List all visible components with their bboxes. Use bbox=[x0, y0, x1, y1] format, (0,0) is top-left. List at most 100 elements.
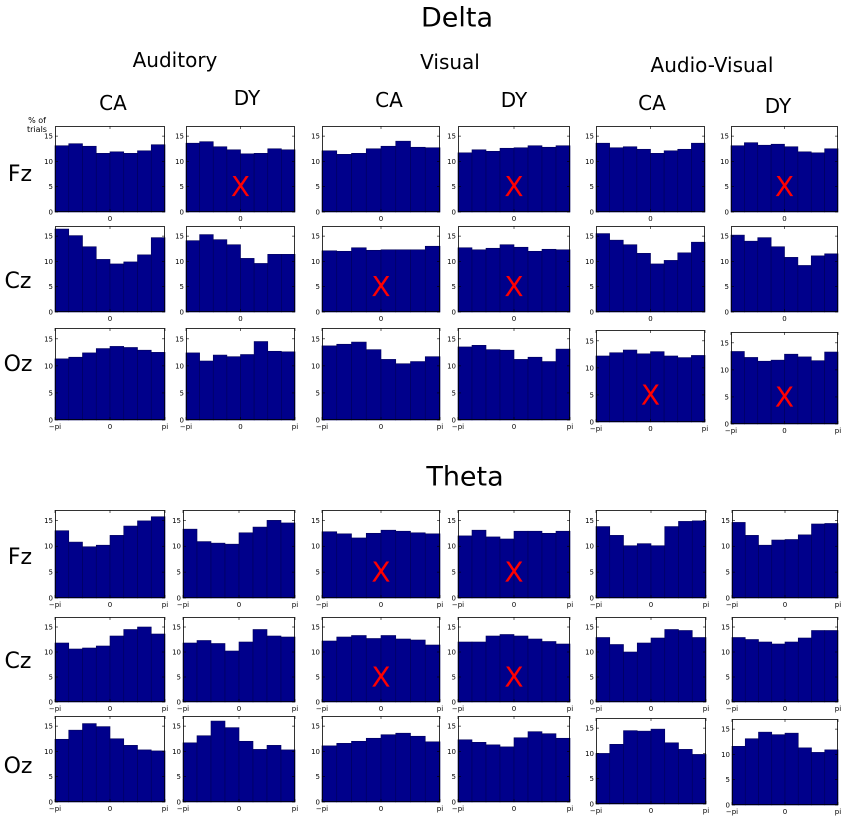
x-tick-label: 0 bbox=[108, 705, 112, 713]
histogram-bar bbox=[623, 730, 638, 805]
histogram-bar bbox=[811, 752, 826, 806]
histogram-bar bbox=[664, 629, 679, 703]
histogram-bar bbox=[109, 535, 125, 599]
histogram-bar bbox=[54, 530, 70, 599]
histogram-bar bbox=[424, 644, 441, 703]
histogram-bar bbox=[757, 237, 772, 313]
histogram-bar bbox=[68, 648, 83, 703]
histogram-bar bbox=[150, 633, 166, 703]
y-tick-label: 5 bbox=[726, 569, 730, 577]
histogram-bar bbox=[224, 727, 240, 803]
histogram-bar bbox=[68, 729, 83, 803]
histogram-bar bbox=[150, 144, 166, 213]
x-tick-label: −pi bbox=[316, 805, 328, 813]
x-tick-label: −pi bbox=[180, 423, 192, 431]
column-label-ca-visual: CA bbox=[375, 88, 403, 112]
histogram-bar bbox=[784, 641, 799, 703]
y-tick-label: 5 bbox=[725, 183, 729, 191]
x-tick-label: 0 bbox=[512, 705, 516, 713]
histogram-bar bbox=[150, 516, 166, 599]
histogram-bar bbox=[424, 533, 441, 599]
y-tick-label: 10 bbox=[175, 258, 184, 266]
histogram-bar bbox=[757, 360, 772, 425]
histogram-bar bbox=[137, 349, 152, 421]
x-tick-label: pi bbox=[702, 425, 708, 433]
histogram-bar bbox=[771, 734, 786, 806]
histogram-bar bbox=[196, 735, 212, 803]
y-tick-label: 15 bbox=[585, 725, 594, 733]
histogram-bar bbox=[555, 530, 571, 599]
histogram-bar bbox=[784, 732, 799, 806]
y-tick-label: 5 bbox=[177, 773, 181, 781]
y-tick-label: 10 bbox=[44, 258, 53, 266]
histogram-bar bbox=[410, 361, 426, 421]
y-tick-label: 5 bbox=[49, 569, 53, 577]
y-tick-label: 10 bbox=[44, 649, 53, 657]
histogram-bar bbox=[54, 145, 70, 213]
x-tick-label: −pi bbox=[49, 805, 61, 813]
x-tick-label: −pi bbox=[49, 601, 61, 609]
histogram-bar bbox=[457, 247, 473, 313]
x-tick-label: −pi bbox=[590, 705, 602, 713]
y-tick-label: 5 bbox=[177, 674, 181, 682]
row-label-delta-cz: Cz bbox=[4, 269, 32, 294]
y-tick-label: 0 bbox=[590, 595, 594, 603]
red-x-marker: X bbox=[371, 270, 390, 303]
section-title-theta: Theta bbox=[426, 461, 504, 493]
y-tick-label: 0 bbox=[177, 595, 181, 603]
y-tick-label: 5 bbox=[726, 776, 730, 784]
histogram-bar bbox=[824, 253, 839, 313]
histogram-bar bbox=[123, 153, 138, 213]
red-x-marker: X bbox=[775, 380, 794, 413]
histogram-bar bbox=[622, 349, 638, 423]
histogram-bar bbox=[609, 535, 624, 599]
y-tick-label: 5 bbox=[590, 391, 594, 399]
x-tick-label: 0 bbox=[512, 215, 516, 223]
histogram-bar bbox=[68, 356, 83, 421]
histogram-bar bbox=[457, 346, 473, 421]
histogram-bar bbox=[212, 354, 228, 421]
y-tick-label: 10 bbox=[721, 649, 730, 657]
y-tick-label: 0 bbox=[725, 209, 729, 217]
x-tick-label: 0 bbox=[108, 315, 112, 323]
x-tick-label: 0 bbox=[379, 315, 383, 323]
histogram-bar bbox=[54, 228, 70, 313]
histogram-bar bbox=[109, 635, 125, 703]
histogram-bar bbox=[252, 526, 268, 599]
histogram-bar bbox=[365, 349, 382, 421]
histogram-bar bbox=[678, 749, 693, 805]
y-tick-label: 10 bbox=[720, 258, 729, 266]
histogram-bar bbox=[240, 354, 255, 421]
y-tick-label: 10 bbox=[172, 649, 181, 657]
y-tick-label: 15 bbox=[721, 726, 730, 734]
histogram-bar bbox=[810, 360, 825, 425]
y-tick-label: 15 bbox=[44, 233, 53, 241]
y-tick-label: 5 bbox=[49, 773, 53, 781]
histogram-bar bbox=[797, 534, 812, 599]
y-tick-label: 0 bbox=[316, 799, 320, 807]
histogram-bar bbox=[365, 148, 382, 213]
histogram-bar bbox=[224, 650, 240, 703]
y-tick-label: 10 bbox=[447, 649, 456, 657]
histogram-bar bbox=[691, 142, 706, 213]
y-tick-label: 5 bbox=[316, 674, 320, 682]
histogram-bar bbox=[527, 638, 543, 703]
histogram-bar bbox=[109, 346, 125, 421]
y-tick-label: 0 bbox=[452, 799, 456, 807]
histogram-bar bbox=[527, 530, 543, 599]
histogram-bar bbox=[109, 738, 125, 803]
histogram-bar bbox=[336, 250, 352, 313]
histogram-bar bbox=[123, 629, 138, 703]
y-tick-label: 10 bbox=[311, 258, 320, 266]
histogram-bar bbox=[150, 237, 166, 313]
x-tick-label: 0 bbox=[649, 601, 653, 609]
histogram-bar bbox=[485, 635, 501, 703]
y-tick-label: 5 bbox=[590, 569, 594, 577]
histogram-bar bbox=[730, 234, 745, 313]
histogram-bar bbox=[266, 635, 282, 703]
